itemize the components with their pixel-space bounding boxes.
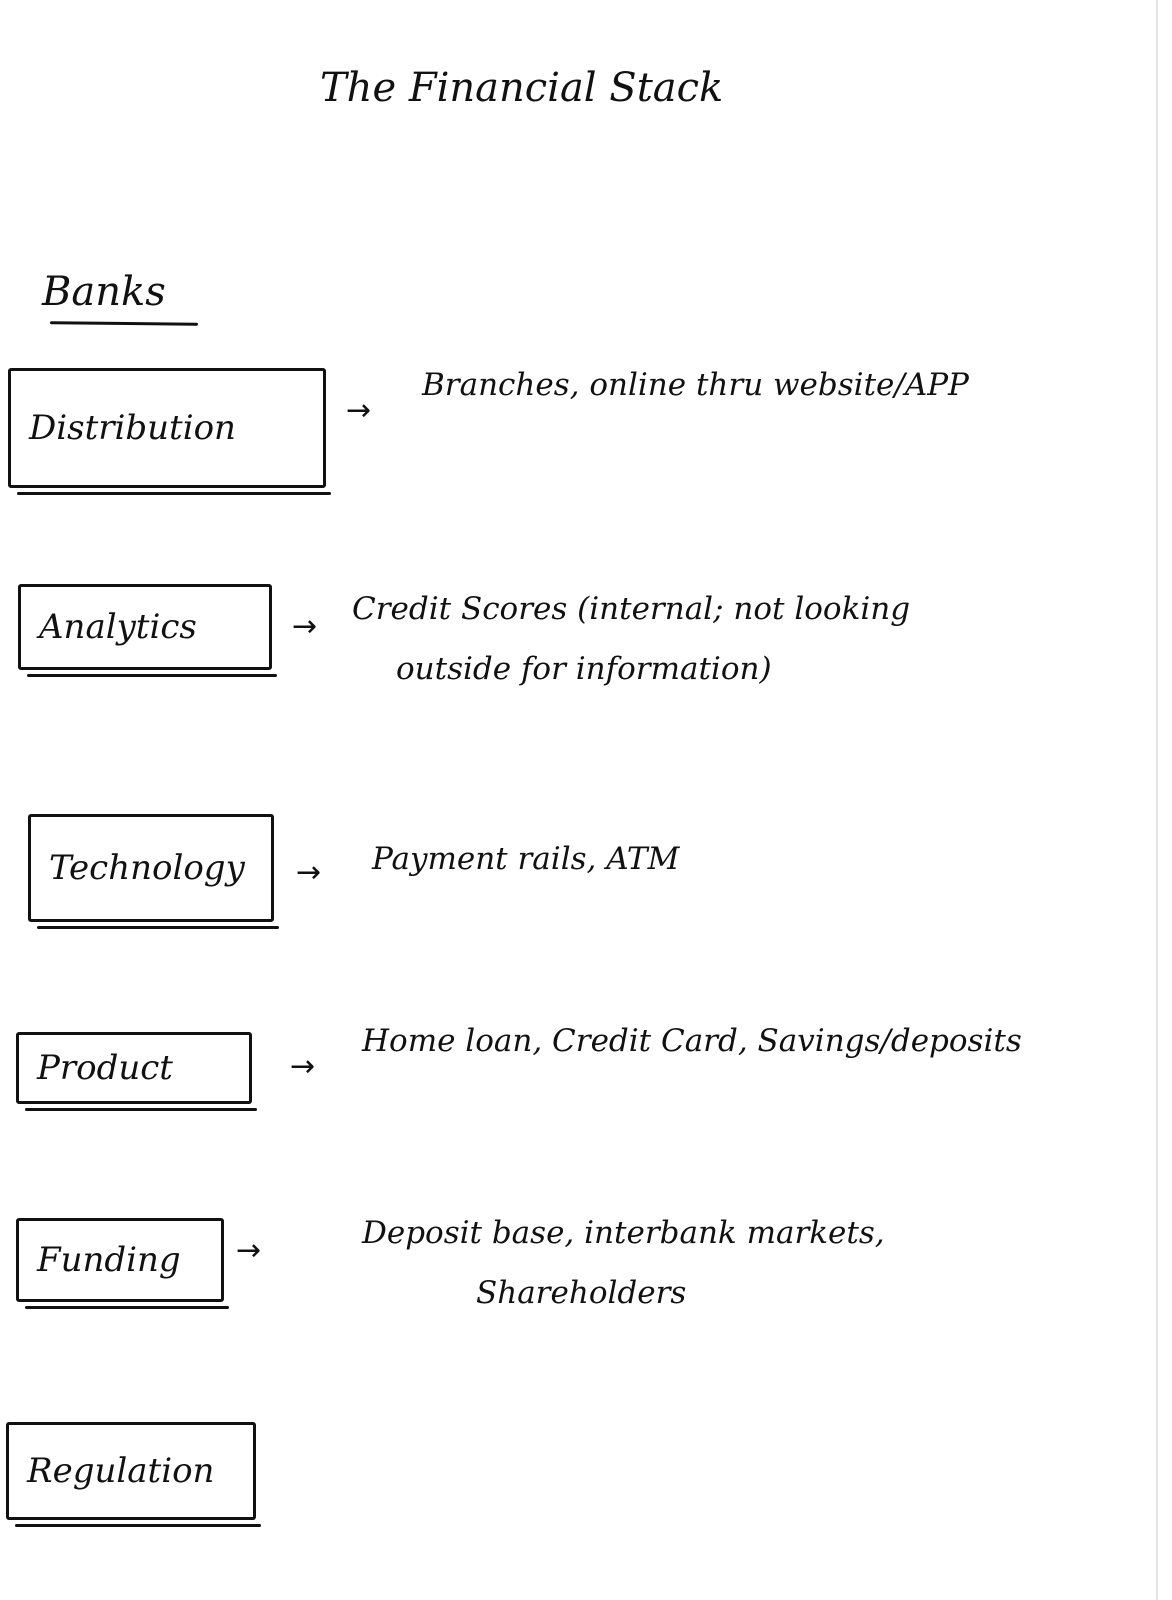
- arrow-icon: →: [296, 855, 322, 890]
- layer-label-product: Product: [37, 1048, 173, 1088]
- section-heading-underline: [49, 321, 199, 326]
- arrow-icon: →: [236, 1233, 262, 1268]
- page-edge-line: [1156, 0, 1158, 1600]
- layer-description-distribution: Branches, online thru website/APP: [422, 367, 969, 403]
- layer-description-product: Home loan, Credit Card, Savings/deposits: [362, 1023, 1022, 1059]
- layer-description-funding-line-2: Shareholders: [476, 1275, 687, 1311]
- layer-box-funding: Funding: [16, 1218, 229, 1309]
- layer-box-distribution: Distribution: [8, 368, 331, 495]
- layer-box-analytics: Analytics: [18, 584, 277, 677]
- layer-description-funding-line-1: Deposit base, interbank markets,: [362, 1215, 885, 1251]
- layer-label-analytics: Analytics: [39, 607, 197, 647]
- section-heading-banks: Banks: [42, 269, 166, 315]
- layer-label-funding: Funding: [37, 1240, 181, 1280]
- layer-box-technology: Technology: [28, 814, 279, 929]
- diagram-title: The Financial Stack: [320, 65, 724, 111]
- layer-label-distribution: Distribution: [29, 408, 236, 448]
- layer-description-technology: Payment rails, ATM: [372, 841, 680, 877]
- layer-label-technology: Technology: [49, 848, 245, 888]
- layer-box-regulation: Regulation: [6, 1422, 261, 1527]
- layer-box-product: Product: [16, 1032, 257, 1111]
- arrow-icon: →: [292, 609, 318, 644]
- layer-description-analytics-line-1: Credit Scores (internal; not looking: [352, 591, 911, 627]
- layer-label-regulation: Regulation: [27, 1451, 215, 1491]
- arrow-icon: →: [290, 1049, 316, 1084]
- arrow-icon: →: [346, 393, 372, 428]
- layer-description-analytics-line-2: outside for information): [396, 651, 772, 687]
